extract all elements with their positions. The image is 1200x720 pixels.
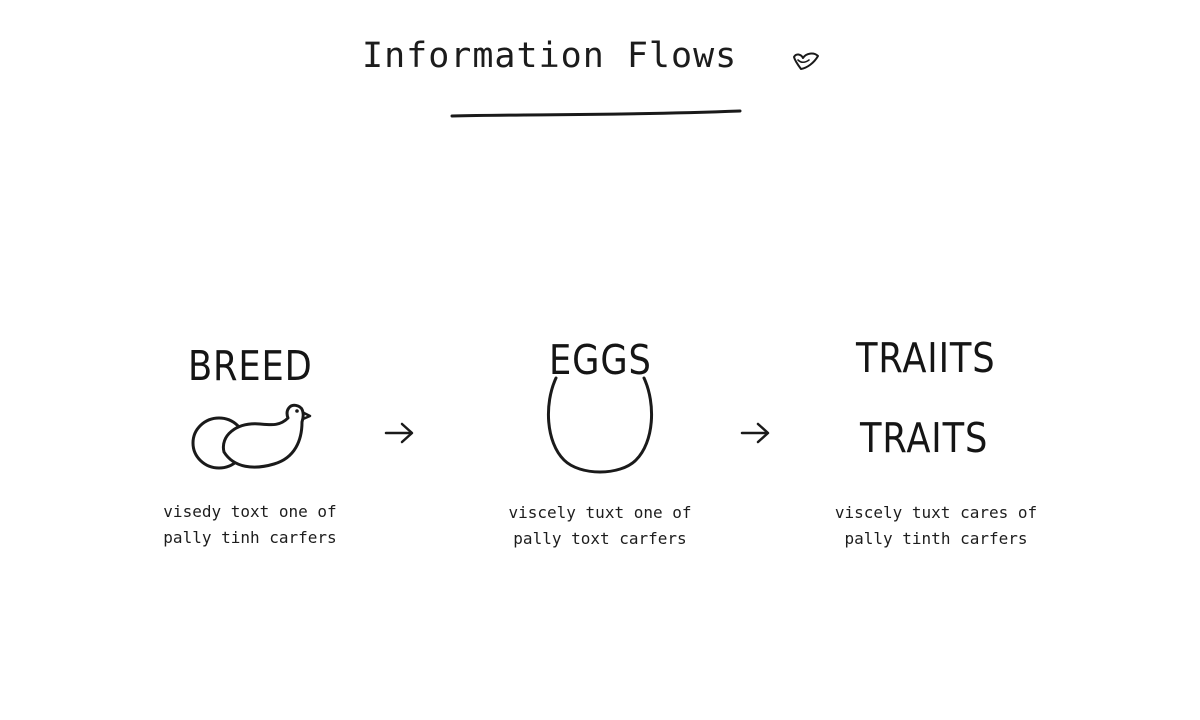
description-line: pally tinh carfers <box>163 528 337 547</box>
description-line: pally tinth carfers <box>844 529 1028 548</box>
description-line: viscely tuxt cares of <box>834 503 1038 522</box>
heart-doodle-icon <box>793 52 819 70</box>
page-title: Information Flows <box>362 36 738 76</box>
stage-heading-breed: BREED <box>188 342 313 390</box>
stage-heading-traits: TRAIITS <box>856 334 996 382</box>
description-line: visedy toxt one of <box>163 502 337 521</box>
stage-description-breed: visedy toxt one of pally tinh carfers <box>155 499 345 551</box>
stage-description-traits: viscely tuxt cares of pally tinth carfer… <box>826 500 1046 552</box>
description-line: viscely tuxt one of <box>508 503 692 522</box>
stage-heading-eggs: EGGS <box>549 336 652 384</box>
stage-subheading-traits: TRAITS <box>860 414 989 462</box>
arrow-right-icon <box>740 422 770 444</box>
egg-icon <box>546 376 654 474</box>
title-underline <box>450 109 742 118</box>
arrow-right-icon <box>384 422 414 444</box>
hen-and-egg-icon <box>191 403 312 470</box>
stage-description-eggs: viscely tuxt one of pally toxt carfers <box>505 500 695 552</box>
description-line: pally toxt carfers <box>513 529 687 548</box>
